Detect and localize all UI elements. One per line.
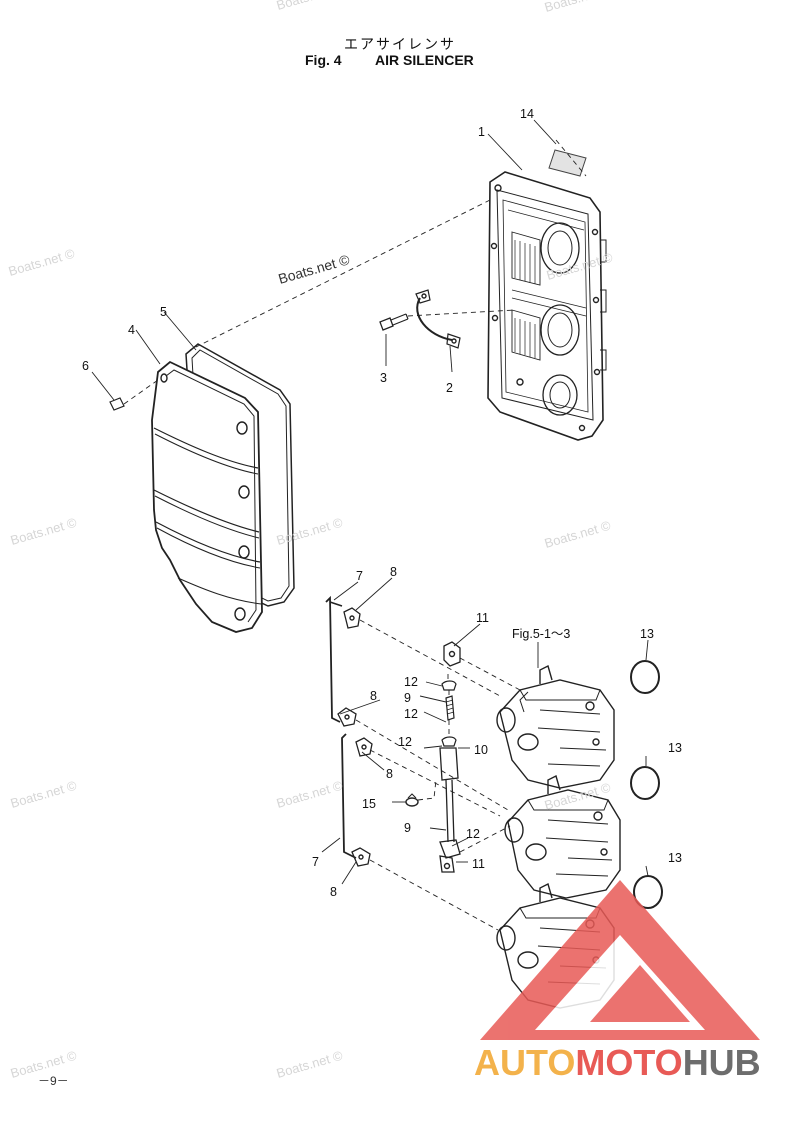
watermark: Boats.net © xyxy=(543,0,613,15)
reference-label: Fig.5-1～3 xyxy=(512,627,570,641)
watermark: Boats.net © xyxy=(7,246,77,279)
watermarks: Boats.net © Boats.net © Boats.net © Boat… xyxy=(7,0,615,1081)
callout-7: 7 xyxy=(356,569,363,583)
watermark: Boats.net © xyxy=(545,250,615,283)
leader-lines xyxy=(91,119,649,885)
watermark: Boats.net © xyxy=(275,515,345,548)
callout-2: 2 xyxy=(446,381,453,395)
callout-4: 4 xyxy=(128,323,135,337)
o-ring-middle xyxy=(630,766,660,800)
title-row: Fig. 4 AIR SILENCER xyxy=(305,52,474,68)
callout-15: 15 xyxy=(362,797,376,811)
callout-9: 9 xyxy=(404,691,411,705)
watermark: Boats.net © xyxy=(9,515,79,548)
watermark: Boats.net © xyxy=(275,0,345,13)
brand-logo-mark xyxy=(480,880,760,1040)
brand-part-1: AUTO xyxy=(474,1042,576,1083)
callout-6: 6 xyxy=(82,359,89,373)
figure-number: Fig. 4 xyxy=(305,52,342,68)
callout-3: 3 xyxy=(380,371,387,385)
nut-part xyxy=(405,793,419,807)
silencer-base-plate xyxy=(487,171,607,441)
callout-12: 12 xyxy=(404,675,418,689)
callout-5: 5 xyxy=(160,305,167,319)
figure-title: AIR SILENCER xyxy=(375,52,474,68)
callout-1: 1 xyxy=(478,125,485,139)
rod-joint-2 xyxy=(337,707,357,727)
callout-8: 8 xyxy=(330,885,337,899)
label-tag-part xyxy=(548,149,587,177)
callout-13: 13 xyxy=(640,627,654,641)
watermark: Boats.net © xyxy=(275,778,345,811)
callout-12: 12 xyxy=(466,827,480,841)
watermark: Boats.net © xyxy=(543,518,613,551)
hose-clamp-part xyxy=(415,289,461,349)
carburetor-top xyxy=(496,664,615,789)
rod-joint-3 xyxy=(355,737,373,757)
callout-12: 12 xyxy=(398,735,412,749)
callout-11: 11 xyxy=(472,857,485,871)
o-ring-top xyxy=(630,660,660,694)
callout-14: 14 xyxy=(520,107,534,121)
callout-8: 8 xyxy=(390,565,397,579)
rod-joint-4 xyxy=(351,847,371,867)
bolt-part xyxy=(379,313,409,331)
link-rod-upper xyxy=(325,595,343,723)
callout-labels: 1 2 3 4 5 6 7 7 8 8 8 8 9 9 10 11 11 12 … xyxy=(82,107,682,899)
silencer-cover xyxy=(151,360,263,633)
rod-joint-1 xyxy=(343,607,361,629)
watermark: Boats.net © xyxy=(9,778,79,811)
watermark-main: Boats.net © xyxy=(276,251,352,287)
callout-12: 12 xyxy=(404,707,418,721)
watermark: Boats.net © xyxy=(275,1048,345,1081)
callout-13: 13 xyxy=(668,741,682,755)
assembly-lines-lower xyxy=(355,619,521,931)
brand-part-2: MOTO xyxy=(575,1042,683,1083)
callout-9: 9 xyxy=(404,821,411,835)
page-number: －9－ xyxy=(38,1074,69,1088)
callout-11: 11 xyxy=(476,611,489,625)
callout-7: 7 xyxy=(312,855,319,869)
callout-13: 13 xyxy=(668,851,682,865)
callout-8: 8 xyxy=(386,767,393,781)
brand-part-3: HUB xyxy=(682,1042,761,1083)
callout-10: 10 xyxy=(474,743,488,757)
link-rod-lower xyxy=(341,733,357,859)
screw-part xyxy=(109,397,125,411)
brand-logo: AUTOMOTOHUB xyxy=(474,1042,761,1084)
callout-8: 8 xyxy=(370,689,377,703)
carburetor-middle xyxy=(504,774,621,899)
connecting-rod-assembly xyxy=(439,641,461,873)
title-japanese: エアサイレンサ xyxy=(344,37,456,53)
assembly-lines-upper xyxy=(123,139,587,405)
